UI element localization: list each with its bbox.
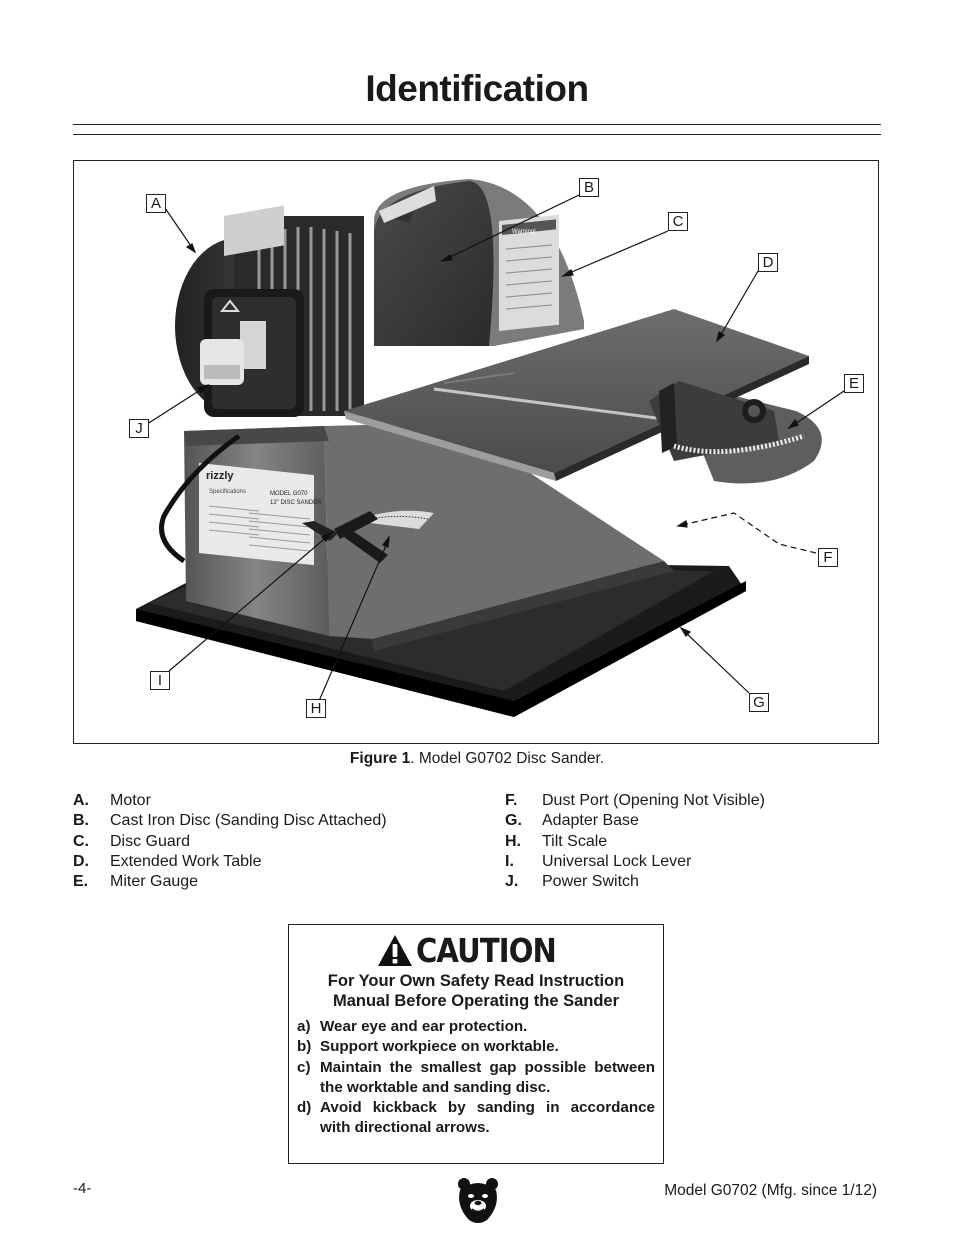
callout-label-e: E: [844, 374, 864, 393]
caution-subheading: For Your Own Safety Read Instruction Man…: [327, 972, 625, 1010]
list-item: F.Dust Port (Opening Not Visible): [505, 792, 765, 809]
svg-text:Specifications: Specifications: [209, 489, 246, 495]
callout-leaders: [143, 194, 845, 702]
callout-label-j: J: [129, 419, 149, 438]
list-item: B.Cast Iron Disc (Sanding Disc Attached): [73, 812, 387, 830]
list-item: D.Extended Work Table: [73, 852, 262, 870]
svg-text:MODEL G070: MODEL G070: [270, 491, 308, 497]
list-item: d)Avoid kickback by sanding in accordanc…: [297, 1099, 655, 1137]
list-item: G.Adapter Base: [505, 812, 639, 830]
callout-label-b: B: [579, 178, 599, 197]
parts-list-left: A.Motor B.Cast Iron Disc (Sanding Disc A…: [73, 791, 387, 892]
caution-heading: CAUTION: [416, 931, 557, 970]
list-item: I.Universal Lock Lever: [505, 852, 692, 870]
figure-caption-label: Figure 1: [349, 750, 411, 767]
svg-text:12" DISC SANDER: 12" DISC SANDER: [270, 500, 322, 506]
title-rule-bottom: [73, 134, 881, 135]
list-item: H.Tilt Scale: [505, 832, 608, 850]
table-illustration: [344, 309, 822, 484]
list-item: E.Miter Gauge: [73, 873, 199, 891]
footer-model: Model G0702 (Mfg. since 1/12): [664, 1182, 877, 1199]
warning-triangle-icon: [378, 935, 412, 966]
caution-box: CAUTION For Your Own Safety Read Instruc…: [288, 924, 664, 1164]
callout-label-f: F: [818, 548, 838, 567]
callout-label-i: I: [150, 671, 170, 690]
caution-header: CAUTION: [289, 931, 663, 970]
caution-list: a)Wear eye and ear protection. b)Support…: [297, 1017, 655, 1139]
list-item: A.Motor: [73, 792, 151, 809]
disc-illustration: Warning!: [374, 179, 584, 346]
title-rule-top: [73, 124, 881, 125]
disc-sander-illustration: rizzly Specifications MODEL G070 12" DIS…: [136, 179, 845, 717]
list-item: c)Maintain the smallest gap possible bet…: [297, 1058, 655, 1096]
callout-label-g: G: [749, 693, 769, 712]
bear-logo-icon: [458, 1178, 498, 1223]
cabinet-illustration: rizzly Specifications MODEL G070 12" DIS…: [184, 423, 674, 651]
page-number: -4-: [73, 1180, 92, 1197]
svg-text:Warning!: Warning!: [512, 229, 536, 235]
page-title: Identification: [365, 68, 589, 109]
motor-illustration: [175, 205, 364, 417]
callout-label-c: C: [668, 212, 688, 231]
list-item: b)Support workpiece on worktable.: [297, 1038, 559, 1056]
svg-text:rizzly: rizzly: [206, 470, 234, 482]
list-item: a)Wear eye and ear protection.: [297, 1018, 528, 1035]
callout-label-d: D: [758, 253, 778, 272]
figure-caption: Figure 1. Model G0702 Disc Sander.: [0, 750, 954, 768]
parts-list-right: F.Dust Port (Opening Not Visible) G.Adap…: [505, 791, 765, 892]
callout-label-h: H: [306, 699, 326, 718]
figure-1-disc-sander: rizzly Specifications MODEL G070 12" DIS…: [73, 160, 879, 744]
callout-label-a: A: [146, 194, 166, 213]
list-item: J.Power Switch: [505, 873, 639, 891]
figure-caption-text: . Model G0702 Disc Sander.: [410, 750, 605, 767]
list-item: C.Disc Guard: [73, 832, 191, 850]
